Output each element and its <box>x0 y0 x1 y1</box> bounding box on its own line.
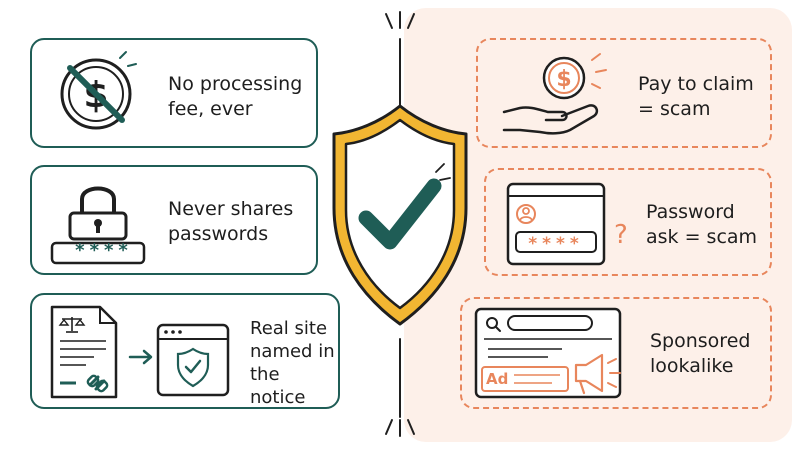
scam-card-pay-to-claim: $ Pay to claim = scam <box>476 38 772 148</box>
login-window-question-icon <box>506 182 606 266</box>
divider-top <box>399 38 401 120</box>
safe-card-real-site-label: Real site named in the notice <box>250 318 335 408</box>
question-mark-icon: ? <box>614 220 628 250</box>
divider-top-ticks-icon <box>385 11 415 29</box>
scam-card-sponsored-lookalike-label: Sponsored lookalike <box>650 330 751 377</box>
ad-badge: Ad <box>486 370 509 388</box>
safe-card-no-fee-label: No processing fee, ever <box>168 73 303 120</box>
divider-bottom <box>399 338 401 418</box>
safe-card-no-passwords-label: Never shares passwords <box>168 198 294 245</box>
svg-text:$: $ <box>556 67 571 92</box>
padlock-password-mask: **** <box>75 240 133 261</box>
safe-card-no-fee: $ No processing fee, ever <box>30 38 318 148</box>
padlock-password-icon <box>50 186 146 265</box>
scam-card-password-ask: **** ? Password ask = scam <box>484 168 772 276</box>
scam-card-sponsored-lookalike: Ad Sponsored lookalike <box>460 297 772 409</box>
scam-card-password-ask-label: Password ask = scam <box>646 201 758 248</box>
divider-bottom-ticks-icon <box>385 419 415 437</box>
legal-notice-to-site-icon <box>50 305 230 399</box>
hand-coin-icon: $ <box>502 53 607 135</box>
scam-card-pay-to-claim-label: Pay to claim = scam <box>638 73 754 120</box>
shield-check-icon <box>332 104 468 326</box>
safe-card-no-passwords: **** Never shares passwords <box>30 165 318 275</box>
login-password-mask: **** <box>528 234 584 254</box>
no-dollar-icon: $ <box>60 51 137 130</box>
safe-card-real-site: Real site named in the notice <box>30 293 340 409</box>
search-ad-megaphone-icon <box>474 307 622 399</box>
